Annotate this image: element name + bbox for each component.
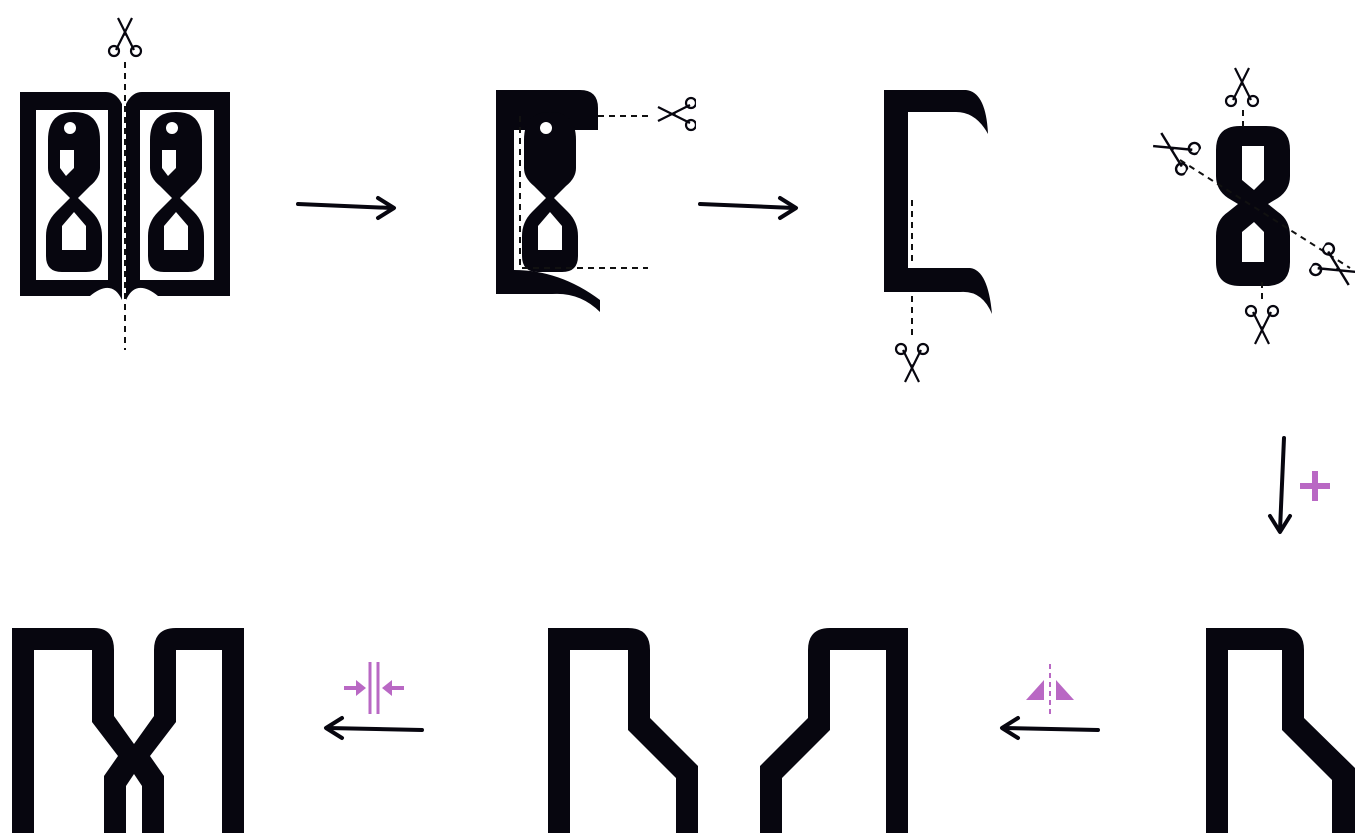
bracket-shape xyxy=(884,90,992,382)
mirrored-pair xyxy=(548,628,908,833)
arrow-left-icon xyxy=(1002,718,1098,738)
single-leg-glyph xyxy=(1206,628,1355,833)
arrow-left-icon xyxy=(326,718,422,738)
scissors-icon xyxy=(1246,306,1278,344)
mirror-icon xyxy=(1026,664,1074,716)
arrow-right-icon xyxy=(298,198,394,218)
arrow-right-icon xyxy=(700,198,796,218)
scissors-icon xyxy=(658,98,696,130)
scissors-icon xyxy=(896,344,928,382)
ornament-book xyxy=(20,18,230,350)
plus-icon xyxy=(1300,471,1330,501)
joined-glyph xyxy=(12,628,244,833)
scissors-icon xyxy=(109,18,141,56)
half-ornament xyxy=(496,90,696,312)
arrow-down-icon xyxy=(1270,438,1290,532)
join-icon xyxy=(344,662,404,714)
scissors-icon xyxy=(1226,68,1258,106)
figure-eight xyxy=(1148,68,1355,344)
